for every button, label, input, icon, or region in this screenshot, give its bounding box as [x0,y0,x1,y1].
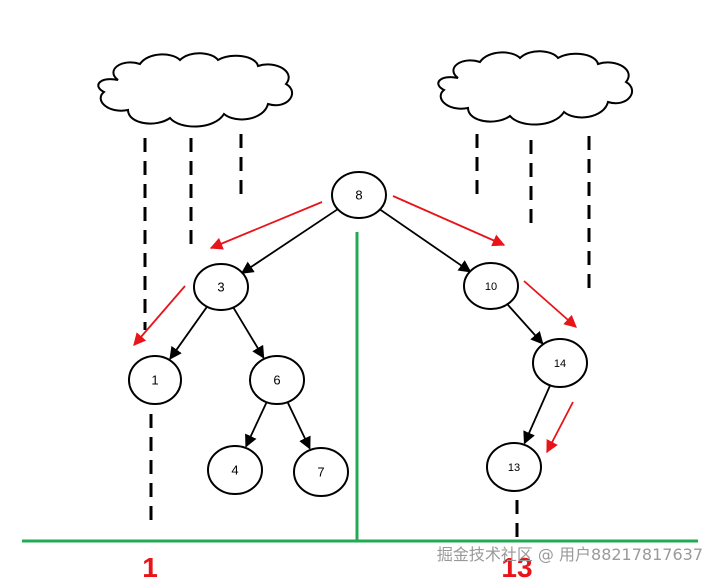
traversal-arrows [133,195,577,454]
tree-node-label: 6 [273,373,280,388]
tree-node-circle [193,263,249,311]
traversal-arrow [133,285,186,346]
rain-right [475,134,591,292]
traversal-arrow [392,195,506,247]
tree-edge-n14-n13 [523,385,551,445]
tree-edge-n6-n7 [286,402,311,450]
traversal-arrow [523,280,577,328]
tree-node-circle [249,355,305,405]
tree-node-n1: 1 [128,355,182,405]
traversal-arrow [209,201,323,250]
tree-edge-n10-n14 [506,303,544,345]
tree-node-circle [128,355,182,405]
tree-node-label: 7 [317,465,324,480]
tree-edge-n8-n3 [240,207,340,274]
left-result-label: 1 [142,552,158,581]
tree-node-n4: 4 [207,445,263,495]
tree-node-label: 4 [231,463,238,478]
tree-edges [169,207,551,450]
rain-left [143,134,243,330]
tree-edge-n3-n6 [232,307,265,359]
tree-node-label: 1 [151,373,158,388]
cloud-right-icon [437,50,633,126]
tree-node-n7: 7 [293,447,349,497]
right-result-label: 13 [501,552,532,581]
tree-edge-n6-n4 [245,402,268,448]
tree-node-label: 13 [508,462,520,474]
tree-node-n8: 8 [331,171,387,219]
tree-node-n13: 13 [486,442,542,492]
tree-nodes: 8 3 10 1 6 14 4 7 13 [128,171,588,497]
traversal-arrow [546,401,574,454]
tree-node-circle [463,262,519,310]
tree-node-label: 8 [355,188,362,203]
tree-edge-n3-n1 [169,306,208,360]
tree-node-label: 3 [217,280,224,295]
tree-node-circle [293,447,349,497]
tree-node-label: 10 [485,281,497,293]
tree-node-label: 14 [554,358,566,370]
tree-node-n10: 10 [463,262,519,310]
tree-node-circle [486,442,542,492]
tree-node-circle [331,171,387,219]
tree-edge-n8-n10 [378,207,472,273]
rain-below-leaves [149,414,519,538]
tree-node-n14: 14 [532,338,588,388]
tree-node-n3: 3 [193,263,249,311]
tree-node-circle [532,338,588,388]
watermark: 掘金技术社区 @ 用户88217817637 [437,545,703,564]
cloud-left-icon [97,52,293,128]
tree-node-circle [207,445,263,495]
tree-node-n6: 6 [249,355,305,405]
